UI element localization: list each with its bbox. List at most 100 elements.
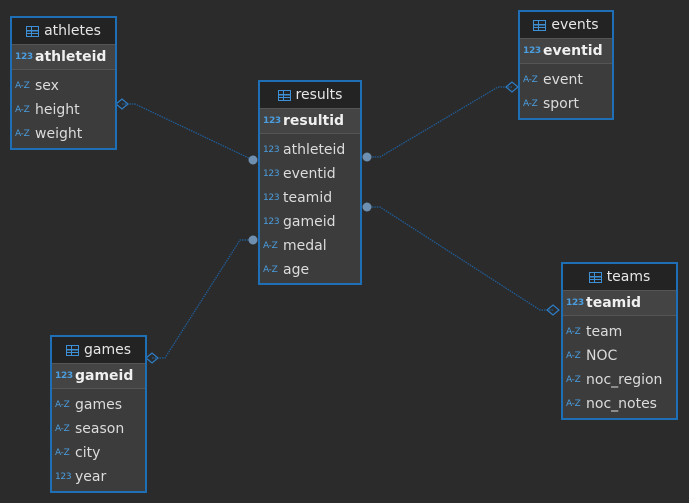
- column-name: games: [75, 397, 123, 413]
- diamond-marker: [145, 352, 159, 364]
- table-icon: [65, 344, 79, 356]
- entity-athletes[interactable]: athletes 123 athleteid A-Z sex A-Z heigh…: [10, 16, 117, 150]
- entity-events[interactable]: events 123 eventid A-Z event A-Z sport: [518, 10, 614, 120]
- column-name: sport: [543, 96, 579, 112]
- text-type-icon: A-Z: [566, 375, 581, 385]
- diamond-marker: [546, 304, 560, 316]
- numeric-type-icon: 123: [263, 217, 280, 227]
- entity-title: athletes: [44, 23, 101, 39]
- column-name: weight: [35, 126, 83, 142]
- entity-title: results: [295, 87, 343, 103]
- column-row[interactable]: 123 year: [52, 465, 145, 489]
- column-row[interactable]: A-Z season: [52, 417, 145, 441]
- numeric-type-icon: 123: [566, 298, 584, 308]
- entity-teams[interactable]: teams 123 teamid A-Z team A-Z NOC A-Z no…: [561, 262, 678, 420]
- text-type-icon: A-Z: [55, 400, 70, 410]
- numeric-type-icon: 123: [263, 169, 280, 179]
- link-athletes-results: [122, 103, 254, 161]
- numeric-type-icon: 123: [263, 116, 281, 126]
- primary-key-row[interactable]: 123 gameid: [52, 364, 145, 389]
- column-name: medal: [283, 238, 327, 254]
- primary-key-row[interactable]: 123 resultid: [260, 109, 360, 134]
- circle-marker: [362, 202, 372, 212]
- column-row[interactable]: A-Z weight: [12, 122, 115, 146]
- column-row[interactable]: A-Z NOC: [563, 344, 676, 368]
- column-row[interactable]: 123 teamid: [260, 186, 360, 210]
- column-row[interactable]: 123 athleteid: [260, 138, 360, 162]
- primary-key-row[interactable]: 123 teamid: [563, 291, 676, 316]
- text-type-icon: A-Z: [566, 327, 581, 337]
- column-row[interactable]: 123 eventid: [260, 162, 360, 186]
- diamond-marker: [505, 81, 519, 93]
- text-type-icon: A-Z: [263, 265, 278, 275]
- column-name: noc_region: [586, 372, 663, 388]
- text-type-icon: A-Z: [523, 75, 538, 85]
- column-name: teamid: [283, 190, 333, 206]
- column-row[interactable]: A-Z noc_notes: [563, 392, 676, 416]
- table-icon: [26, 25, 40, 37]
- text-type-icon: A-Z: [263, 241, 278, 251]
- column-name: noc_notes: [586, 396, 657, 412]
- numeric-type-icon: 123: [263, 193, 280, 203]
- column-row[interactable]: A-Z city: [52, 441, 145, 465]
- column-name: gameid: [75, 368, 134, 384]
- column-row[interactable]: 123 gameid: [260, 210, 360, 234]
- table-icon: [533, 19, 547, 31]
- column-row[interactable]: A-Z team: [563, 320, 676, 344]
- column-name: season: [75, 421, 125, 437]
- table-icon: [277, 89, 291, 101]
- entity-header[interactable]: teams: [563, 264, 676, 291]
- circle-marker: [248, 155, 258, 165]
- circle-marker: [362, 152, 372, 162]
- link-games-results: [152, 239, 253, 359]
- column-name: NOC: [586, 348, 618, 364]
- column-row[interactable]: A-Z medal: [260, 234, 360, 258]
- text-type-icon: A-Z: [523, 99, 538, 109]
- entity-header[interactable]: games: [52, 337, 145, 364]
- entity-title: teams: [606, 269, 651, 285]
- table-icon: [588, 271, 602, 283]
- column-name: age: [283, 262, 310, 278]
- entity-header[interactable]: results: [260, 82, 360, 109]
- column-row[interactable]: A-Z games: [52, 393, 145, 417]
- link-teams-results: [367, 206, 553, 311]
- entity-header[interactable]: athletes: [12, 18, 115, 45]
- text-type-icon: A-Z: [55, 448, 70, 458]
- numeric-type-icon: 123: [55, 371, 73, 381]
- entity-header[interactable]: events: [520, 12, 612, 39]
- entity-games[interactable]: games 123 gameid A-Z games A-Z season A-…: [50, 335, 147, 493]
- column-name: city: [75, 445, 101, 461]
- column-name: sex: [35, 78, 59, 94]
- text-type-icon: A-Z: [15, 81, 30, 91]
- entity-title: games: [83, 342, 131, 358]
- circle-marker: [248, 235, 258, 245]
- text-type-icon: A-Z: [15, 129, 30, 139]
- column-row[interactable]: A-Z height: [12, 98, 115, 122]
- numeric-type-icon: 123: [523, 46, 541, 56]
- column-row[interactable]: A-Z age: [260, 258, 360, 282]
- entity-title: events: [551, 17, 599, 33]
- primary-key-row[interactable]: 123 eventid: [520, 39, 612, 64]
- column-row[interactable]: A-Z sport: [520, 92, 612, 116]
- primary-key-row[interactable]: 123 athleteid: [12, 45, 115, 70]
- column-name: athleteid: [283, 142, 346, 158]
- diamond-marker: [115, 98, 129, 110]
- column-row[interactable]: A-Z sex: [12, 74, 115, 98]
- text-type-icon: A-Z: [15, 105, 30, 115]
- column-name: eventid: [283, 166, 336, 182]
- entity-results[interactable]: results 123 resultid 123 athleteid 123 e…: [258, 80, 362, 285]
- column-name: resultid: [283, 113, 345, 129]
- text-type-icon: A-Z: [566, 351, 581, 361]
- link-events-results: [367, 86, 512, 158]
- column-name: year: [75, 469, 107, 485]
- numeric-type-icon: 123: [55, 472, 72, 482]
- column-row[interactable]: A-Z noc_region: [563, 368, 676, 392]
- text-type-icon: A-Z: [55, 424, 70, 434]
- column-name: eventid: [543, 43, 603, 59]
- column-name: height: [35, 102, 80, 118]
- numeric-type-icon: 123: [15, 52, 33, 62]
- column-name: athleteid: [35, 49, 107, 65]
- column-row[interactable]: A-Z event: [520, 68, 612, 92]
- numeric-type-icon: 123: [263, 145, 280, 155]
